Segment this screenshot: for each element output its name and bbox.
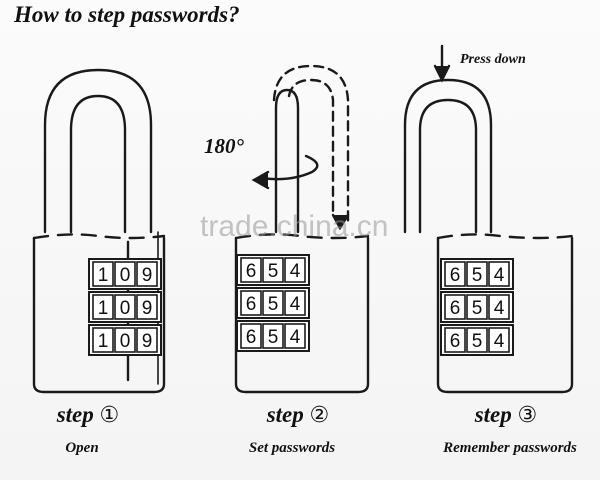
dial-digit: 4 xyxy=(494,331,505,352)
dial-wheel xyxy=(284,257,306,283)
dial-digit: 5 xyxy=(472,331,483,352)
dial-digit: 5 xyxy=(472,265,483,286)
dial-wheel xyxy=(240,257,262,283)
dial-digit: 6 xyxy=(450,265,461,286)
dial-digit: 5 xyxy=(268,294,279,315)
dial-wheel xyxy=(466,261,488,287)
dial-wheel xyxy=(92,327,114,353)
dial-digit: 5 xyxy=(472,298,483,319)
caption-open: Open xyxy=(65,440,99,456)
dial-wheel xyxy=(444,294,466,320)
dial-digit: 4 xyxy=(494,265,505,286)
caption-remember-passwords: Remember passwords xyxy=(443,440,577,456)
rotate-angle-label: 180° xyxy=(204,134,244,158)
dial-digit: 0 xyxy=(120,331,131,352)
shackle-inner xyxy=(418,98,478,234)
dial-digit: 9 xyxy=(142,331,153,352)
dial-wheel xyxy=(284,323,306,349)
dial-wheel xyxy=(466,327,488,353)
dial-digit: 4 xyxy=(290,261,301,282)
dial-digit: 9 xyxy=(142,298,153,319)
dial-digit: 1 xyxy=(98,298,109,319)
shackle-dashed-inner xyxy=(287,78,335,217)
step-number: ② xyxy=(309,403,330,428)
dial-wheel xyxy=(488,327,510,353)
step-word: step xyxy=(266,402,304,427)
dial-digit: 6 xyxy=(450,331,461,352)
padlock-rotated xyxy=(234,64,370,394)
dial-digit: 4 xyxy=(494,298,505,319)
dial-digit: 6 xyxy=(246,261,257,282)
step-word: step xyxy=(56,402,94,427)
dial-digit: 5 xyxy=(268,261,279,282)
step-number: ③ xyxy=(517,403,538,428)
dial-wheel xyxy=(262,290,284,316)
dial-wheel xyxy=(114,327,136,353)
dial-wheel xyxy=(114,294,136,320)
dial-wheel xyxy=(262,323,284,349)
dial-wheel xyxy=(262,257,284,283)
dial-wheel xyxy=(136,261,158,287)
dial-wheel xyxy=(114,261,136,287)
dial-wheel xyxy=(240,290,262,316)
lock-body xyxy=(32,236,166,394)
dial-wheel xyxy=(488,261,510,287)
dial-wheel xyxy=(136,327,158,353)
dial-wheel xyxy=(444,327,466,353)
shackle-outer xyxy=(43,68,153,234)
step-label-2: step ② xyxy=(228,402,368,428)
step-label-3: step ③ xyxy=(436,402,576,428)
dial-digit: 1 xyxy=(98,265,109,286)
dial-wheel xyxy=(466,294,488,320)
dial-digit: 6 xyxy=(450,298,461,319)
page-title: How to step passwords? xyxy=(14,2,240,27)
dial-digit: 6 xyxy=(246,327,257,348)
shackle-solid xyxy=(274,88,300,234)
step-label-1: step ① xyxy=(18,402,158,428)
dial-wheel xyxy=(92,261,114,287)
dial-digit: 0 xyxy=(120,298,131,319)
dial-digit: 4 xyxy=(290,327,301,348)
dial-wheel xyxy=(444,261,466,287)
dial-wheel xyxy=(488,294,510,320)
dial-wheel xyxy=(240,323,262,349)
dial-digit: 1 xyxy=(98,331,109,352)
dial-wheel xyxy=(284,290,306,316)
dial-digit: 9 xyxy=(142,265,153,286)
dial-digit: 5 xyxy=(268,327,279,348)
dial-digit: 0 xyxy=(120,265,131,286)
dial-wheel xyxy=(136,294,158,320)
shackle-inner xyxy=(69,94,127,234)
padlock-pressed xyxy=(403,44,574,394)
watermark: trade.china.cn xyxy=(200,210,389,243)
shackle-dashed-outer xyxy=(272,64,350,224)
shackle-outer xyxy=(403,78,493,234)
caption-set-passwords: Set passwords xyxy=(248,440,336,456)
step-word: step xyxy=(474,402,512,427)
step-number: ① xyxy=(99,403,120,428)
dial-digit: 4 xyxy=(290,294,301,315)
dial-digit: 6 xyxy=(246,294,257,315)
press-down-label: Press down xyxy=(460,52,526,67)
dial-wheel xyxy=(92,294,114,320)
